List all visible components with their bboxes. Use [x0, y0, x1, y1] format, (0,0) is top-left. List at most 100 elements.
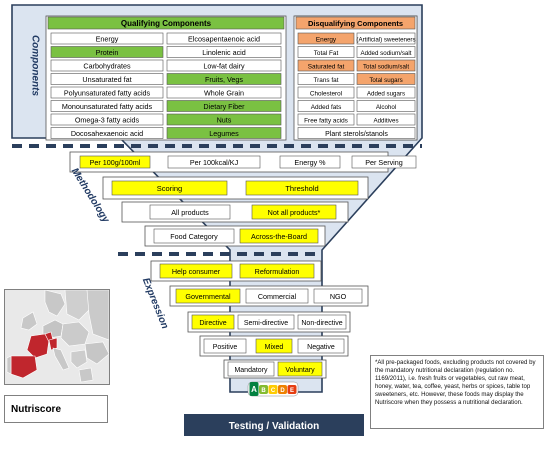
mandatory-option-label: Mandatory: [234, 367, 268, 374]
testing-bar: [184, 414, 364, 436]
qualifying-left-item: [50, 73, 164, 85]
disqualifying-left-item-label: Energy: [316, 37, 337, 44]
across-the-board-option: [239, 228, 319, 244]
disqualifying-right-item: [356, 73, 416, 85]
testing-label: Testing / Validation: [229, 421, 319, 432]
method-option: [351, 155, 417, 169]
commercial-option-label: Commercial: [258, 292, 297, 301]
qualifying-left-item-label: Energy: [96, 35, 119, 44]
qualifying-left-item: [50, 59, 164, 72]
components-side-label: Components: [29, 34, 41, 97]
qualifying-right-item: [166, 113, 282, 126]
disqualifying-right-item: [356, 113, 416, 126]
disqualifying-right-item-label: Alcohol: [376, 104, 396, 111]
reformulation-option: [239, 263, 315, 279]
qualifying-left-item: [50, 127, 164, 139]
help-consumer-option-label: Help consumer: [172, 267, 221, 276]
disqualifying-left-item: [297, 59, 355, 72]
europe-map-graphic: [5, 290, 109, 384]
disqualifying-right-item-label: Additives: [373, 118, 398, 125]
nutriscore-letter: A: [251, 385, 257, 394]
mixed-option-label: Mixed: [265, 344, 284, 351]
plant-sterols-item-label: Plant sterols/stanols: [325, 131, 388, 138]
qualifying-right-item: [166, 127, 282, 139]
non-directive-option: [297, 314, 347, 330]
method-option: [279, 155, 341, 169]
qualifying-right-item-label: Fruits, Vegs: [205, 75, 243, 84]
scoring-option-label: Scoring: [157, 184, 182, 193]
qualifying-left-item: [50, 46, 164, 58]
qualifying-left-item: [50, 86, 164, 99]
disqualifying-left-item-label: Total Fat: [314, 50, 339, 57]
all-products-option: [149, 204, 231, 220]
food-category-option-label: Food Category: [170, 232, 218, 241]
nutriscore-letter-bg: [278, 385, 287, 394]
food-category-option: [153, 228, 235, 244]
reformulation-option-label: Reformulation: [255, 267, 300, 276]
qualifying-right-item-label: Whole Grain: [204, 89, 244, 98]
disqualifying-right-item: [356, 32, 416, 45]
map-label: Nutriscore: [4, 395, 108, 423]
help-consumer-option: [159, 263, 233, 279]
disqualifying-right-item: [356, 100, 416, 112]
qualifying-right-item-label: Dietary Fiber: [203, 102, 245, 111]
qualifying-left-item: [50, 100, 164, 112]
disqualifying-left-item: [297, 46, 355, 58]
disqualifying-right-item-label: Added sugars: [367, 91, 405, 98]
ngo-option-label: NGO: [330, 292, 347, 301]
ngo-option: [313, 288, 363, 304]
negative-option: [297, 338, 345, 354]
threshold-option: [245, 180, 359, 196]
qualifying-right-item: [166, 100, 282, 112]
qualifying-left-item-label: Monounsaturated fatty acids: [62, 102, 153, 111]
disqualifying-left-item: [297, 100, 355, 112]
qualifying-left-item-label: Docosahexaenoic acid: [71, 129, 143, 138]
nutriscore-letter-bg: [259, 385, 268, 394]
method-option: [79, 155, 151, 169]
non-directive-option-label: Non-directive: [301, 320, 342, 327]
qualifying-header: [47, 16, 285, 30]
qualifying-left-item: [50, 113, 164, 126]
disqualifying-left-item-label: Saturated fat: [308, 64, 345, 71]
across-the-board-option-label: Across-the-Board: [251, 232, 307, 241]
qualifying-left-item-label: Carbohydrates: [83, 62, 131, 71]
semi-directive-option-label: Semi-directive: [244, 320, 288, 327]
disqualifying-left-item: [297, 32, 355, 45]
qualifying-left-item-label: Unsaturated fat: [82, 75, 131, 84]
disqualifying-right-item: [356, 86, 416, 99]
positive-option-label: Positive: [213, 344, 238, 351]
method-option: [167, 155, 261, 169]
disqualifying-left-item: [297, 86, 355, 99]
nutriscore-letter: C: [271, 388, 276, 394]
europe-map: [4, 289, 110, 385]
method-option-label: Per 100g/100ml: [90, 158, 141, 167]
governmental-option: [175, 288, 241, 304]
qualifying-right-item-label: Low-fat dairy: [203, 62, 245, 71]
qualifying-right-item-label: Nuts: [217, 116, 232, 125]
qualifying-right-item: [166, 32, 282, 45]
disqualifying-left-item-label: Added fats: [311, 104, 342, 111]
directive-option: [191, 314, 235, 330]
disqualifying-header: [295, 16, 416, 30]
positive-option: [203, 338, 247, 354]
disqualifying-right-item-label: (Artificial) sweeteners: [356, 37, 415, 44]
disqualifying-left-item: [297, 113, 355, 126]
disqualifying-right-item-label: Total sodium/salt: [363, 64, 409, 71]
plant-sterols-item: [297, 127, 416, 139]
disqualifying-left-item-label: Trans fat: [314, 77, 339, 84]
qualifying-left-item-label: Omega-3 fatty acids: [75, 116, 140, 125]
nutriscore-letter-bg: [287, 385, 297, 394]
disqualifying-right-item: [356, 46, 416, 58]
qualifying-right-item: [166, 59, 282, 72]
commercial-option: [245, 288, 309, 304]
nutriscore-letter-bg: [268, 385, 278, 394]
voluntary-option-label: Voluntary: [285, 367, 315, 374]
not-all-products-option: [251, 204, 337, 220]
qualifying-left-item: [50, 32, 164, 45]
method-option-label: Energy %: [294, 158, 326, 167]
all-products-option-label: All products: [171, 208, 209, 217]
qualifying-right-item-label: Linolenic acid: [202, 48, 246, 57]
disqualifying-header-label: Disqualifying Components: [308, 19, 403, 28]
mandatory-option: [227, 361, 275, 377]
